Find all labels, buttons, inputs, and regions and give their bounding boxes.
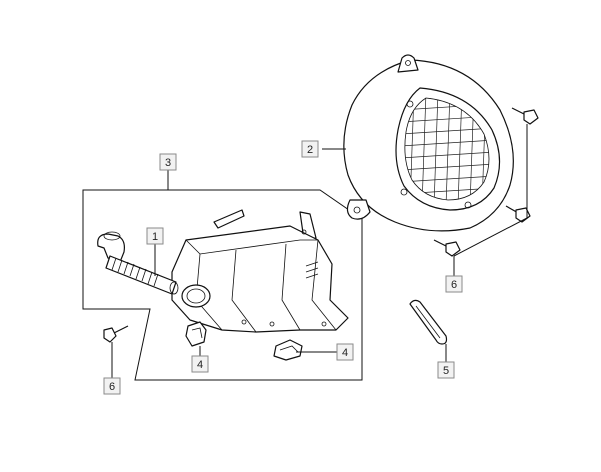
- spring-clip-icon: [185, 321, 303, 361]
- callout-4b: 4: [336, 343, 354, 361]
- callout-6a: 6: [445, 275, 463, 293]
- fan-cover-icon: [343, 54, 514, 232]
- rubber-seal-strip-icon: [409, 299, 448, 345]
- callout-4a: 4: [191, 355, 209, 373]
- callout-label-6a: 6: [451, 279, 457, 291]
- callout-label-5: 5: [443, 365, 449, 377]
- corrugated-hose-icon: [97, 231, 179, 295]
- callout-label-6b: 6: [109, 381, 115, 393]
- callout-label-4a: 4: [197, 359, 203, 371]
- callout-label-1: 1: [152, 231, 158, 243]
- cooling-shroud-icon: [171, 209, 349, 333]
- callout-1: 1: [146, 227, 164, 245]
- callout-label-2: 2: [307, 144, 313, 156]
- group-outline-3: [82, 170, 363, 381]
- leader-lines: [111, 124, 528, 378]
- callout-5: 5: [437, 361, 455, 379]
- callout-label-3: 3: [165, 157, 171, 169]
- callout-3: 3: [159, 153, 177, 171]
- callout-6b: 6: [103, 377, 121, 395]
- callout-label-4b: 4: [342, 347, 348, 359]
- callout-2: 2: [301, 140, 319, 158]
